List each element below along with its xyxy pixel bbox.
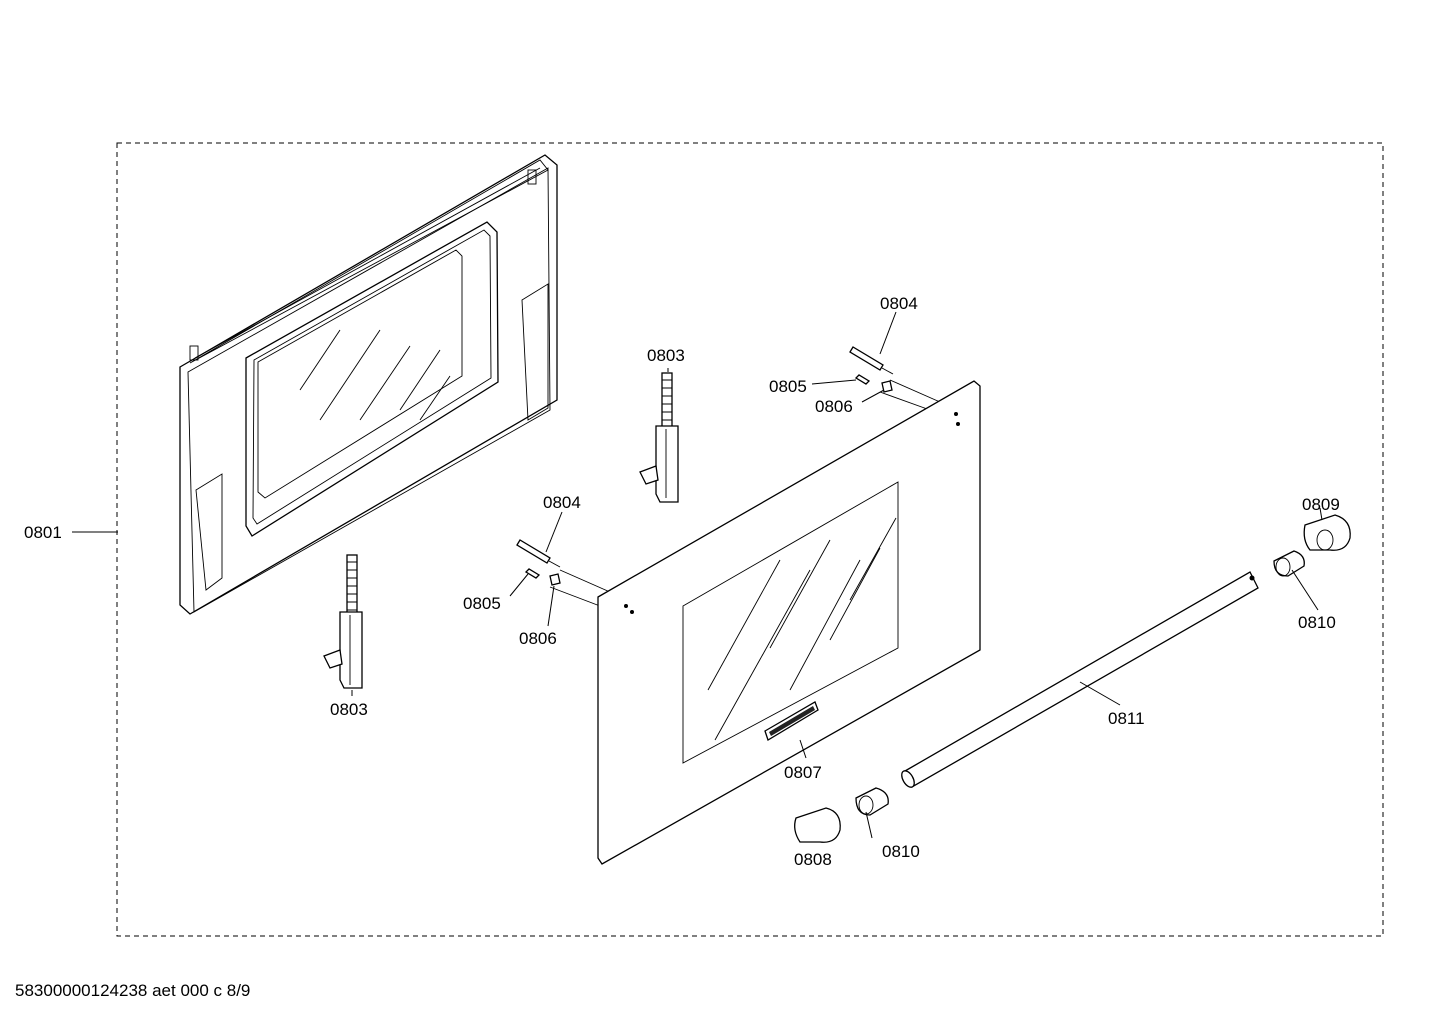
clip-lower	[549, 573, 561, 586]
bracket-right	[1273, 550, 1305, 577]
assembly-boundary	[116, 142, 1384, 937]
bracket-left	[855, 787, 889, 816]
handle-bar	[901, 571, 1259, 788]
screw-upper	[854, 374, 871, 385]
hinge-pin-lower	[516, 539, 561, 568]
callout-0803-upper: 0803	[647, 346, 685, 365]
callout-0804-upper: 0804	[880, 294, 918, 313]
end-cap-left	[794, 807, 841, 843]
callout-0806-lower: 0806	[519, 629, 557, 648]
hinge-pin-upper	[849, 346, 894, 375]
callout-0810-upper: 0810	[1298, 613, 1336, 632]
clip-upper	[881, 380, 893, 393]
callout-0803-lower: 0803	[330, 700, 368, 719]
hinge-middle	[639, 372, 679, 503]
callout-0807: 0807	[784, 763, 822, 782]
callout-0811: 0811	[1108, 709, 1145, 728]
callout-0805-lower: 0805	[463, 594, 501, 613]
callout-0806-upper: 0806	[815, 397, 853, 416]
inner-door-panel	[179, 154, 558, 615]
callout-0809: 0809	[1302, 495, 1340, 514]
callout-0804-lower: 0804	[543, 493, 581, 512]
callout-0805-upper: 0805	[769, 377, 807, 396]
callout-0808: 0808	[794, 850, 832, 869]
brand-badge	[764, 701, 819, 741]
callout-0810-lower: 0810	[882, 842, 920, 861]
screw-lower	[524, 568, 541, 579]
outer-door-panel	[597, 380, 981, 865]
hinge-left	[323, 554, 363, 689]
drawing-reference-code: 58300000124238 aet 000 c 8/9	[15, 981, 251, 1000]
end-cap-right	[1303, 514, 1351, 551]
callout-0801: 0801	[24, 523, 62, 542]
